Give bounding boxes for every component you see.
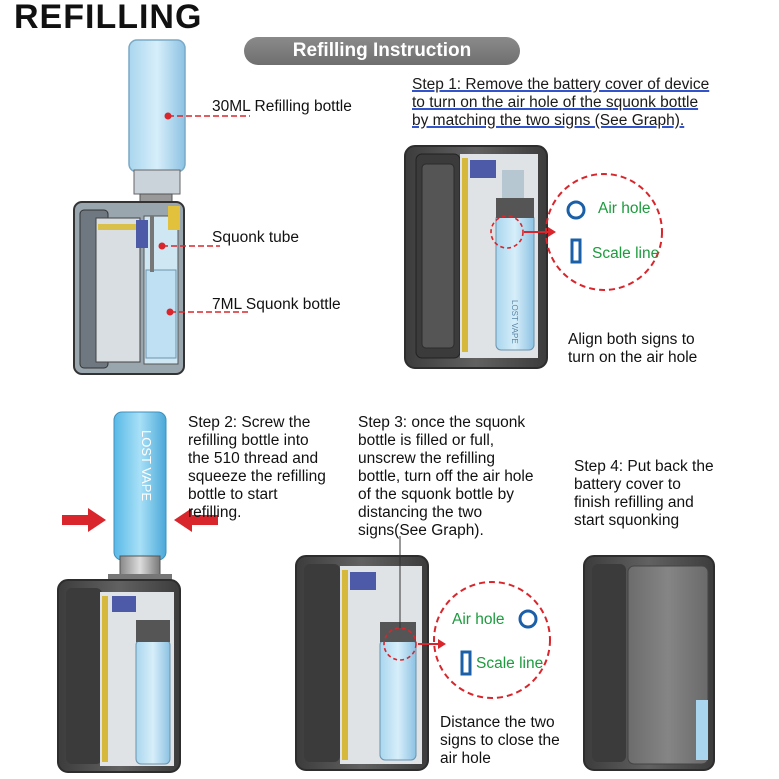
step1-text: Step 1: Remove the battery cover of devi… (412, 76, 710, 129)
instruction-banner: Refilling Instruction (244, 37, 520, 65)
squonk-tube-label: Squonk tube (212, 229, 300, 246)
step1-note: Align both signs to turn on the air hole (568, 331, 698, 366)
air-hole-icon (566, 200, 586, 220)
refilling-bottle-label: 30ML Refilling bottle (212, 98, 352, 115)
step2-device (57, 411, 181, 773)
step2-text: Step 2: Screw the refilling bottle into … (188, 414, 326, 521)
cutaway-device-illustration (73, 39, 186, 375)
step3-air-hole-label: Air hole (452, 611, 505, 628)
bottle-brand-label: LOST VAPE (139, 430, 154, 501)
step4-device (583, 555, 715, 771)
step3-device (295, 555, 429, 771)
svg-text:LOST VAPE: LOST VAPE (510, 300, 519, 344)
page-title: REFILLING (14, 0, 203, 36)
squonk-bottle-label: 7ML Squonk bottle (212, 296, 341, 313)
scale-line-icon (570, 238, 582, 264)
step4-text: Step 4: Put back the battery cover to fi… (574, 458, 714, 529)
step3-scale-line-label: Scale line (476, 655, 544, 672)
air-hole-label: Air hole (598, 200, 651, 217)
step1-device: LOST VAPE (404, 145, 548, 369)
step3-text: Step 3: once the squonk bottle is filled… (358, 414, 534, 539)
step3-note: Distance the two signs to close the air … (440, 714, 560, 767)
scale-line-label: Scale line (592, 245, 660, 262)
